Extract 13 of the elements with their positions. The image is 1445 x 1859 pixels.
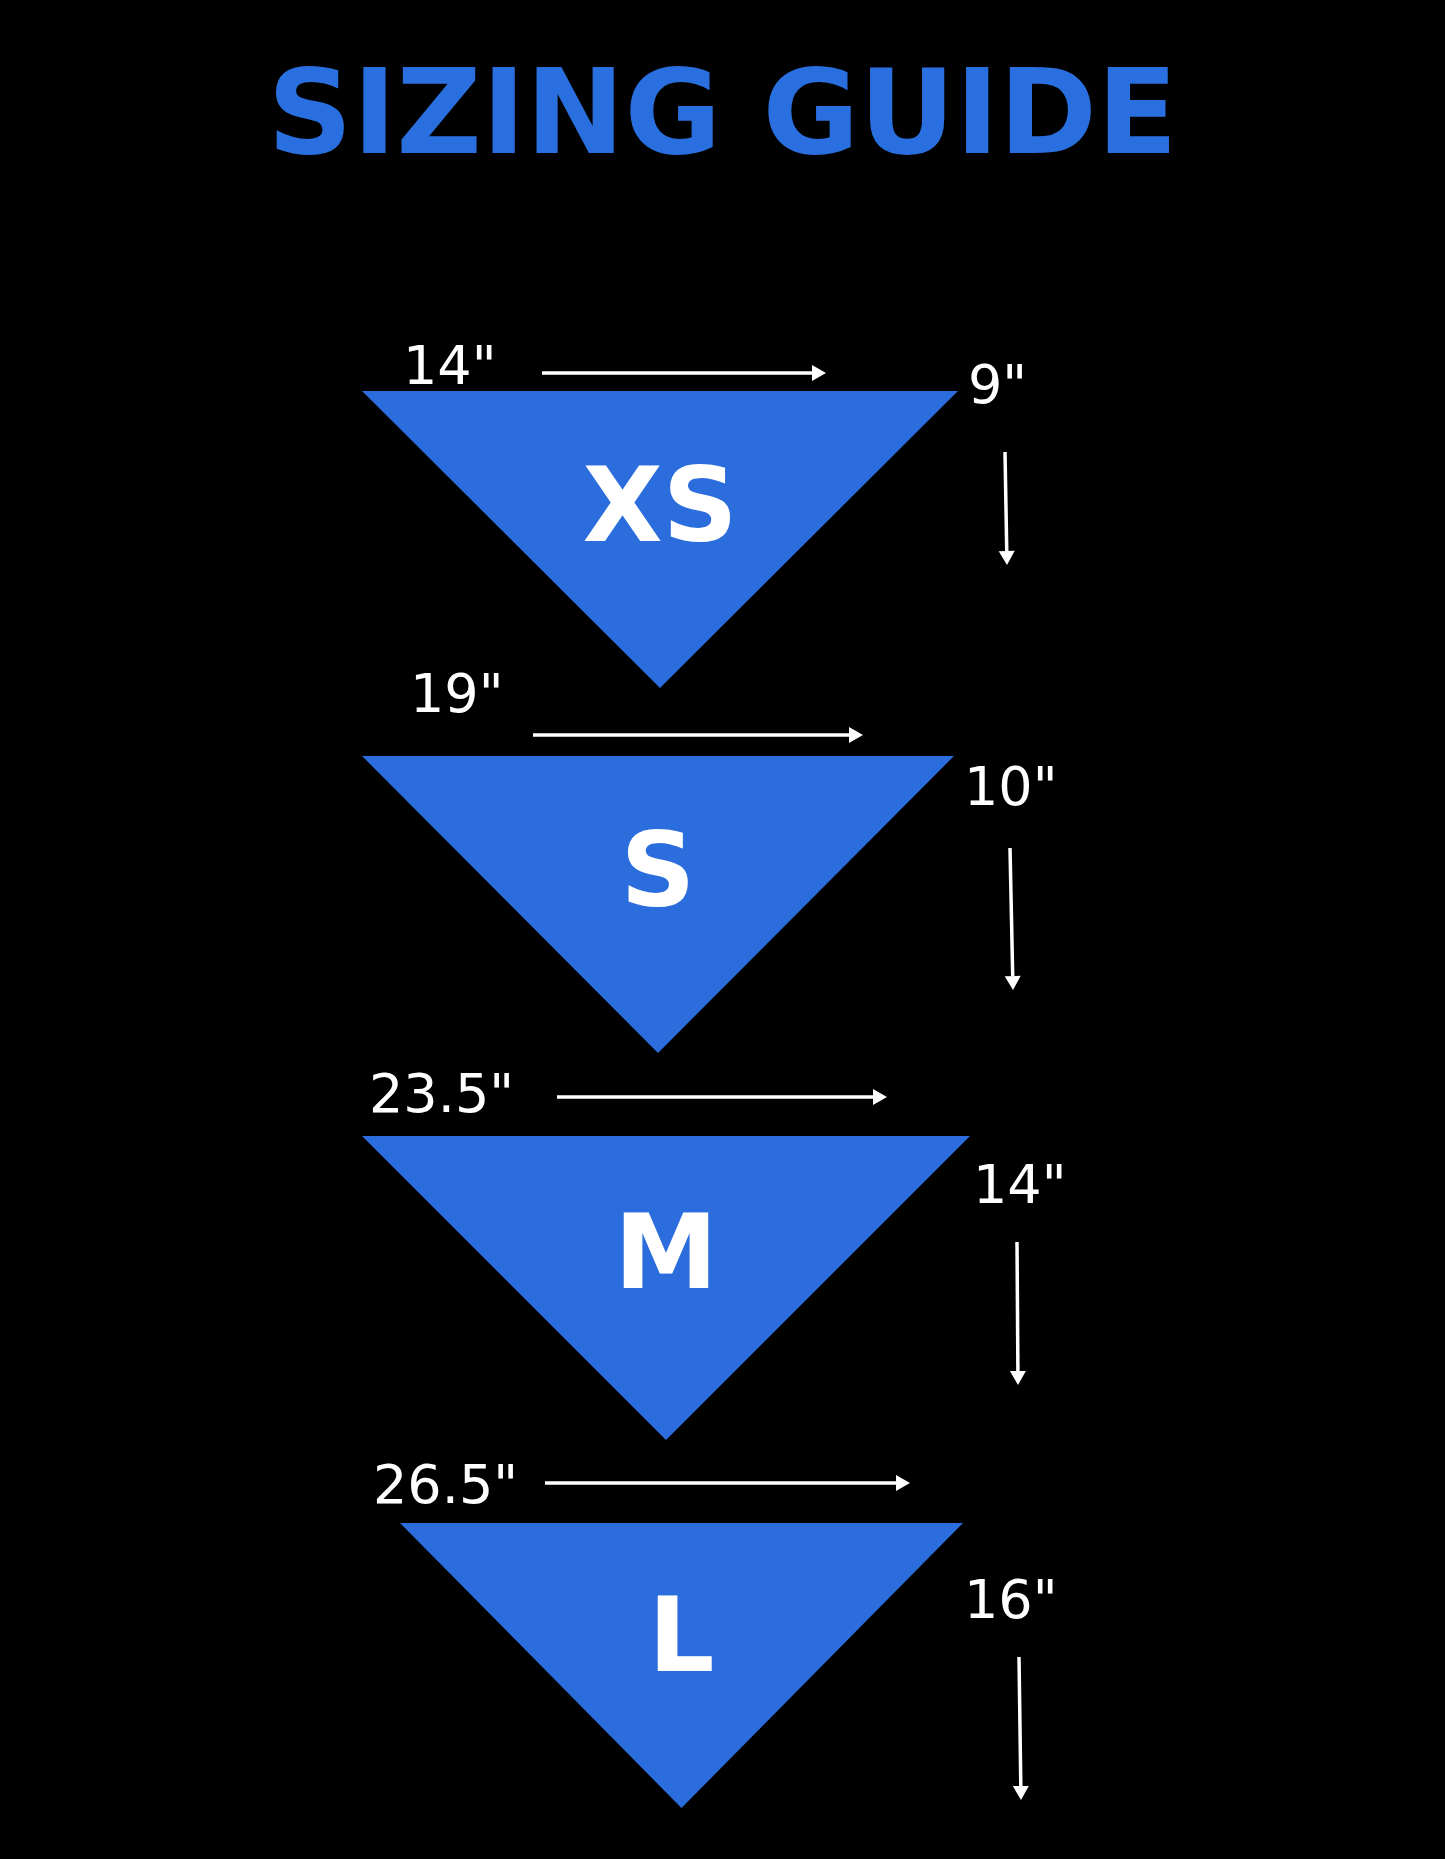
dimension-label: 19" [410,664,504,724]
dimension-label: 26.5" [373,1455,519,1515]
dimension-label: 23.5" [369,1064,515,1124]
size-label: L [648,1580,715,1690]
dimension-label: 14" [403,336,497,396]
title: SIZING GUIDE [267,42,1178,182]
dimension-label: 10" [964,757,1058,817]
size-label: XS [582,450,738,561]
dimension-label: 14" [973,1155,1067,1215]
dimension-label: 9" [968,355,1028,415]
dimension-label: 16" [964,1570,1058,1630]
size-label: M [614,1196,718,1307]
size-label: S [620,815,696,926]
